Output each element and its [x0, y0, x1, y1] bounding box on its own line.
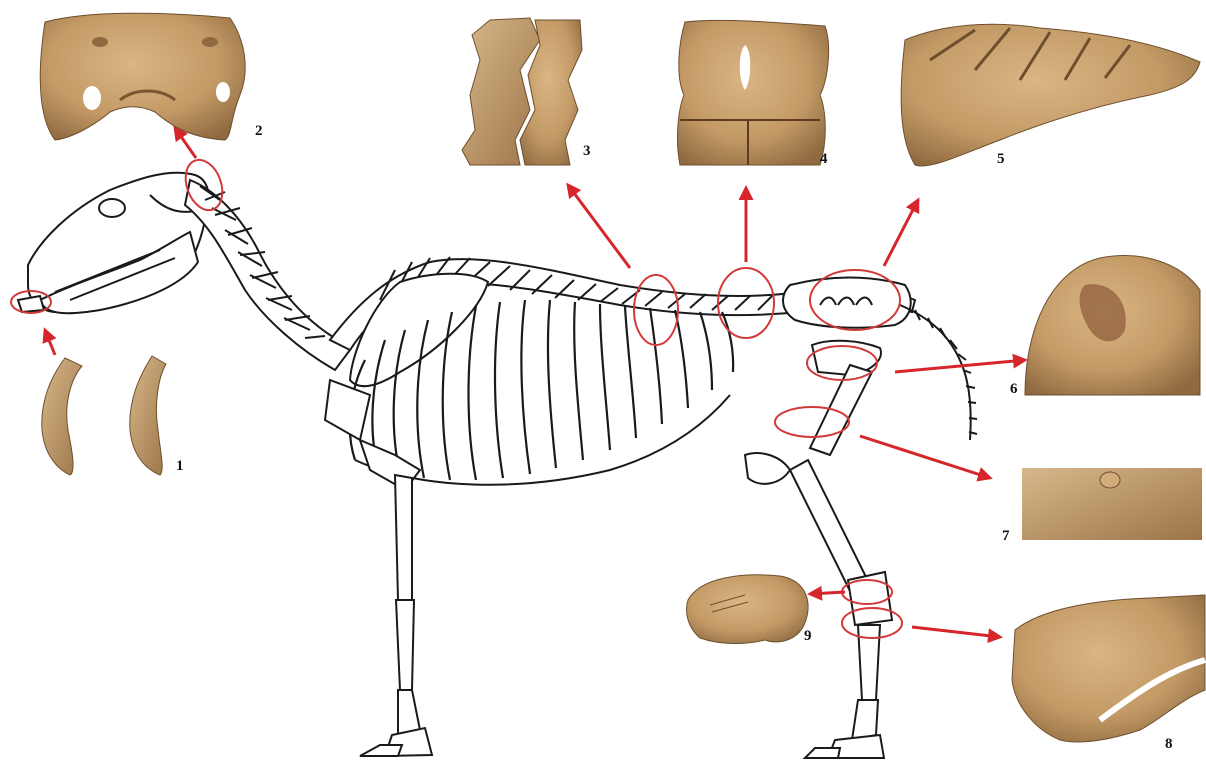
arrow-to-3	[568, 185, 630, 268]
pelvis	[783, 278, 911, 328]
label-4: 4	[820, 151, 828, 167]
hind-leg	[745, 341, 892, 758]
arrow-to-5	[884, 200, 918, 266]
label-3: 3	[583, 143, 591, 159]
label-8: 8	[1165, 736, 1173, 752]
photo-7-closeup	[1022, 468, 1202, 540]
label-1: 1	[176, 458, 184, 474]
arrow-to-8	[912, 627, 1000, 637]
label-6: 6	[1010, 381, 1018, 397]
photo-6-closeup	[1025, 256, 1200, 395]
photo-5-sacrum	[901, 24, 1200, 166]
front-leg	[325, 380, 432, 756]
photo-4-lumbar	[677, 20, 828, 165]
photo-1-incisors	[42, 356, 166, 475]
label-5: 5	[997, 151, 1005, 167]
photo-8-tarsal	[1012, 595, 1205, 742]
eye-socket	[99, 199, 125, 217]
photo-9-small-bone	[687, 575, 809, 644]
label-2: 2	[255, 123, 263, 139]
label-9: 9	[804, 628, 812, 644]
label-7: 7	[1002, 528, 1010, 544]
photo-3-thoracic	[462, 18, 582, 165]
arrow-to-1	[45, 330, 55, 355]
arrow-to-7	[860, 436, 990, 478]
tail	[900, 305, 971, 440]
arrow-to-9	[810, 592, 845, 594]
photo-2-atlas	[40, 13, 245, 140]
